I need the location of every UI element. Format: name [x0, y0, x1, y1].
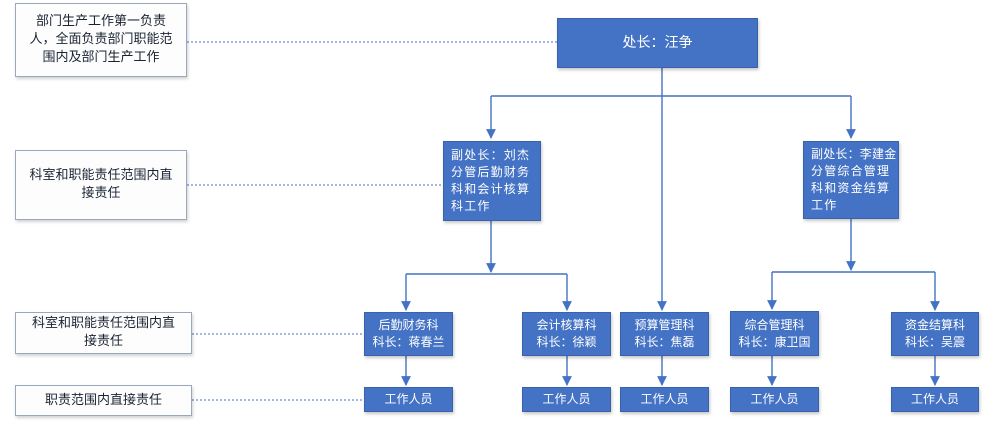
note-level4: 职责范围内直接责任 — [15, 385, 192, 416]
section-name: 预算管理科 — [634, 318, 695, 332]
note-level2-line: 科室和职能责任范围内直 — [29, 168, 173, 183]
staff-box: 工作人员 — [891, 387, 979, 412]
section-name: 会计核算科 — [536, 318, 597, 332]
staff-label: 工作人员 — [384, 392, 433, 406]
deputy-right-box: 副处长：李建金 分管综合管理 科和资金结算 工作 — [803, 141, 899, 219]
staff-label: 工作人员 — [750, 392, 799, 406]
staff-box: 工作人员 — [522, 387, 611, 412]
staff-label: 工作人员 — [640, 392, 689, 406]
deputy-right-line: 分管综合管理 — [811, 164, 891, 178]
note-level3: 科室和职能责任范围内直 接责任 — [15, 312, 192, 354]
director-label: 处长：汪争 — [622, 34, 693, 51]
section-box-houqin: 后勤财务科 科长：蒋春兰 — [364, 312, 453, 356]
note-level2-line: 接责任 — [81, 186, 121, 201]
section-box-kuaiji: 会计核算科 科长：徐颖 — [522, 312, 611, 356]
section-head: 科长：蒋春兰 — [372, 335, 445, 349]
note-level1-line: 部门生产工作第一负责 — [35, 14, 166, 29]
deputy-left-line: 科工作 — [451, 199, 491, 213]
deputy-right-line: 副处长：李建金 — [811, 147, 897, 161]
note-level2: 科室和职能责任范围内直 接责任 — [15, 150, 187, 220]
note-level3-line: 科室和职能责任范围内直 — [31, 316, 175, 331]
section-head: 科长：吴震 — [904, 335, 965, 349]
section-name: 后勤财务科 — [378, 318, 439, 332]
deputy-left-line: 科和会计核算 — [451, 182, 531, 196]
staff-box: 工作人员 — [620, 387, 709, 412]
deputy-left-line: 副处长：刘杰 — [451, 148, 531, 162]
section-head: 科长：焦磊 — [634, 335, 695, 349]
section-head: 科长：徐颖 — [536, 335, 597, 349]
staff-label: 工作人员 — [542, 392, 591, 406]
note-level3-line: 接责任 — [83, 334, 123, 349]
note-level1-line: 人，全面负责部门职能范 — [29, 32, 173, 47]
deputy-right-line: 科和资金结算 — [811, 181, 891, 195]
note-level1-line: 围内及部门生产工作 — [42, 50, 160, 65]
section-name: 资金结算科 — [904, 318, 965, 332]
staff-box: 工作人员 — [730, 387, 819, 412]
staff-box: 工作人员 — [364, 387, 453, 412]
note-level1: 部门生产工作第一负责 人，全面负责部门职能范 围内及部门生产工作 — [15, 3, 187, 77]
director-box: 处长：汪争 — [557, 18, 758, 68]
deputy-left-line: 分管后勤财务 — [451, 165, 531, 179]
deputy-left-box: 副处长：刘杰 分管后勤财务 科和会计核算 科工作 — [443, 141, 541, 221]
section-head: 科长：康卫国 — [738, 334, 811, 349]
section-box-zonghe: 综合管理科 科长：康卫国 — [730, 311, 819, 356]
section-name: 综合管理科 — [744, 317, 805, 332]
section-box-yusuan: 预算管理科 科长：焦磊 — [620, 312, 709, 356]
deputy-right-line: 工作 — [811, 198, 838, 212]
staff-label: 工作人员 — [910, 392, 959, 406]
section-box-zijin: 资金结算科 科长：吴震 — [891, 312, 979, 356]
note-level4-line: 职责范围内直接责任 — [44, 392, 162, 408]
